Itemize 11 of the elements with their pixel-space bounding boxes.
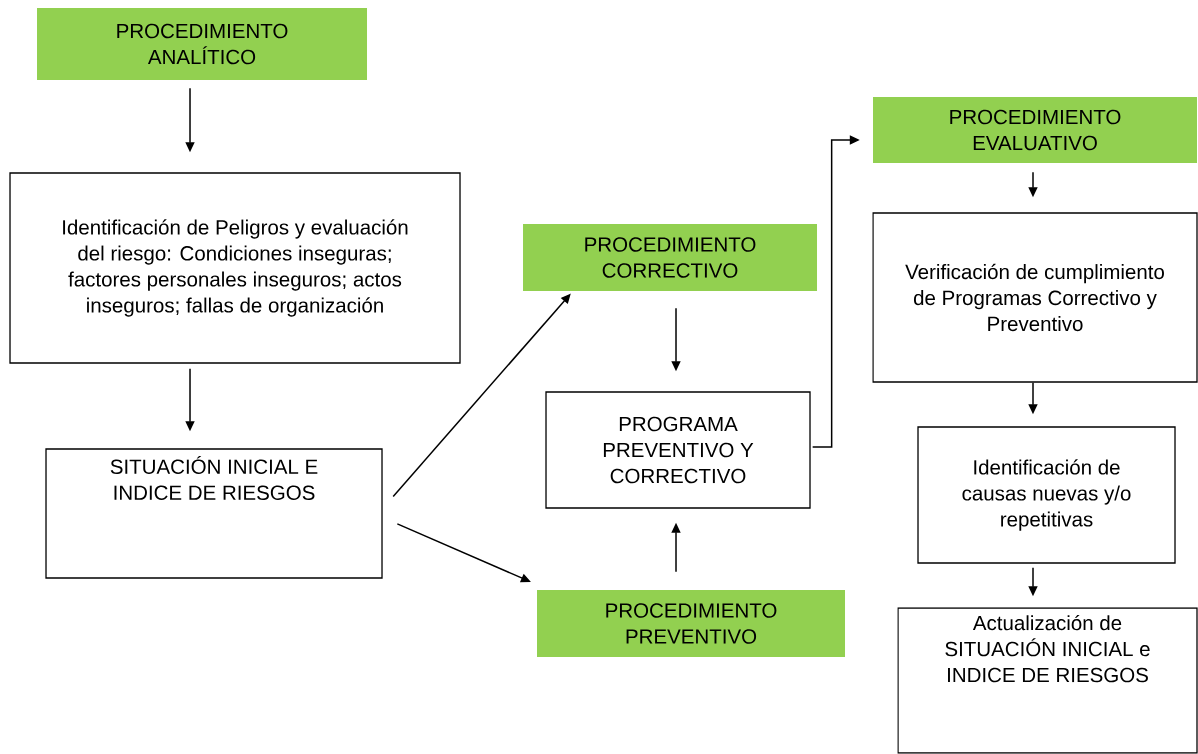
heading-box: PROCEDIMIENTO PREVENTIVO	[537, 590, 845, 657]
process-box: SITUACIÓN INICIAL E INDICE DE RIESGOS	[45, 448, 383, 579]
heading-box: PROCEDIMIENTO CORRECTIVO	[523, 224, 817, 291]
heading-box: PROCEDIMIENTO EVALUATIVO	[873, 97, 1197, 163]
arrow	[396, 523, 531, 583]
process-box: PROGRAMA PREVENTIVO Y CORRECTIVO	[545, 391, 811, 509]
process-box: Identificación de Peligros y evaluación del riesgo: Condiciones inseguras; factores personales inseguros; actos inseguros; fallas de organización	[9, 172, 461, 364]
process-box: Verificación de cumplimiento de Programas Correctivo y Preventivo	[872, 212, 1198, 383]
process-box: Actualización de SITUACIÓN INICIAL e INDICE DE RIESGOS	[897, 607, 1198, 754]
process-box: Identificación de causas nuevas y/o repetitivas	[917, 426, 1176, 564]
heading-box: PROCEDIMIENTO ANALÍTICO	[37, 8, 367, 80]
